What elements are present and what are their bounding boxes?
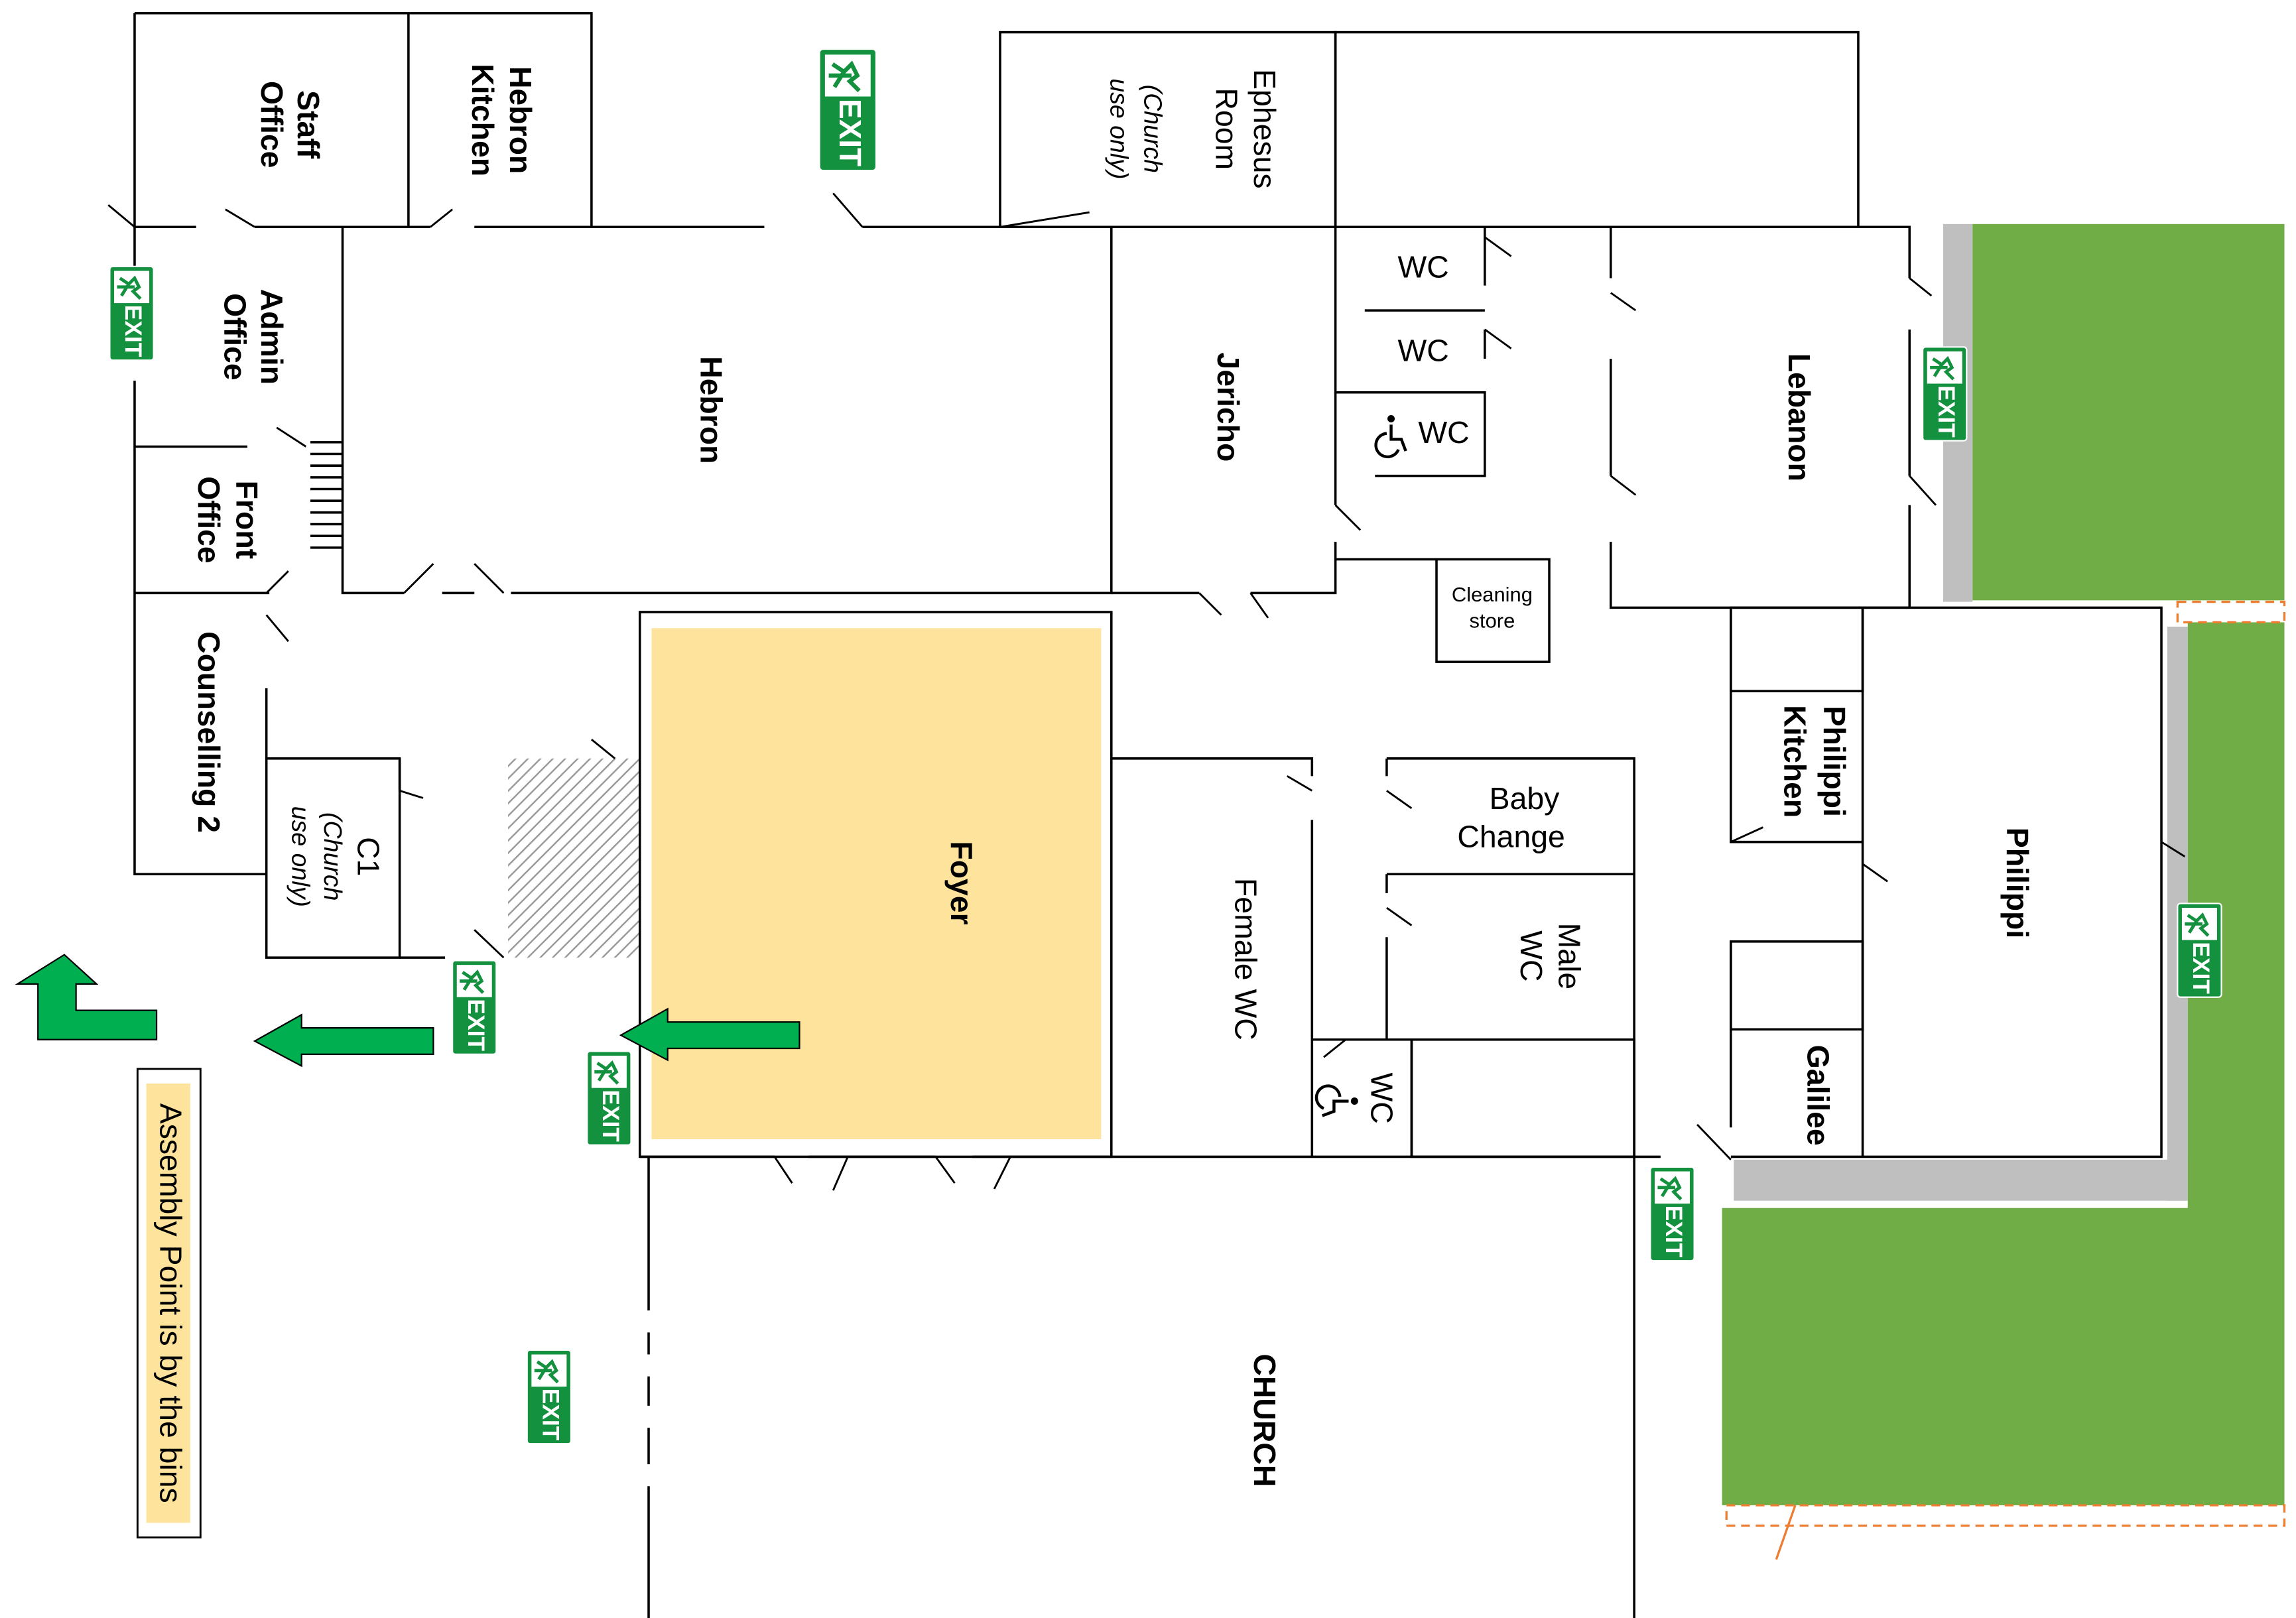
path-bottom bbox=[1734, 1159, 2188, 1201]
arrow-left-icon bbox=[619, 1007, 800, 1062]
c1-room bbox=[265, 757, 401, 959]
exit-sign-icon: EXIT bbox=[1650, 1167, 1694, 1261]
room-label-admin-office: Office bbox=[218, 293, 253, 380]
room-label-galilee: Galilee bbox=[1801, 1045, 1836, 1146]
hatched-wc bbox=[1410, 1038, 1635, 1158]
room-label-ephesus: Room bbox=[1210, 88, 1244, 170]
room-label-wc-accessible: WC bbox=[1418, 415, 1469, 450]
room-label-baby-change: Change bbox=[1457, 820, 1564, 854]
room-label-cleaning-store: Cleaning bbox=[1452, 583, 1533, 606]
svg-text:EXIT: EXIT bbox=[463, 999, 489, 1051]
exit-sign-icon: EXIT bbox=[2177, 903, 2221, 997]
room-label-counselling: Counselling 2 bbox=[192, 631, 226, 833]
room-note-ephesus: (Church bbox=[1139, 85, 1167, 173]
room-label-front-office: Office bbox=[192, 476, 226, 563]
doors bbox=[107, 192, 2186, 1191]
room-label-foyer: Foyer bbox=[944, 841, 979, 924]
hatched-area-foyer bbox=[508, 758, 640, 958]
room-label-philippi-kitchen: Philippi bbox=[1817, 706, 1852, 817]
boundary-dashed-1 bbox=[2176, 600, 2286, 624]
room-label-female-wc: Female WC bbox=[1228, 878, 1263, 1040]
ephesus-room bbox=[999, 31, 1337, 229]
room-label-baby-change: Baby bbox=[1490, 781, 1560, 816]
svg-text:EXIT: EXIT bbox=[1661, 1206, 1687, 1258]
accessible-wc-icon bbox=[1314, 1084, 1358, 1117]
room-label-lebanon: Lebanon bbox=[1782, 353, 1817, 481]
arrow-turn-up-icon bbox=[15, 954, 158, 1040]
walls bbox=[133, 12, 2163, 1618]
hatched-area-top bbox=[1334, 31, 1860, 229]
boundary-dashed-2 bbox=[1725, 1504, 2286, 1527]
svg-text:EXIT: EXIT bbox=[1933, 385, 1959, 438]
room-label-c1: C1 bbox=[351, 837, 386, 876]
lawn-bottom-right bbox=[1722, 1208, 2285, 1505]
exit-sign-icon: EXIT bbox=[1923, 347, 1966, 440]
room-label-hebron-kitchen: Kitchen bbox=[466, 64, 500, 176]
foyer-highlight bbox=[651, 628, 1102, 1139]
exit-sign-icon: EXIT bbox=[819, 49, 876, 171]
room-label-hebron-kitchen: Hebron bbox=[503, 66, 538, 174]
room-note-ephesus: use only) bbox=[1106, 78, 1133, 179]
room-label-wc: WC bbox=[1398, 250, 1449, 284]
svg-text:EXIT: EXIT bbox=[120, 305, 146, 357]
room-label-wc: WC bbox=[1398, 333, 1449, 367]
room-label-cleaning-store: store bbox=[1470, 609, 1515, 633]
room-label-male-wc: WC bbox=[1514, 930, 1549, 981]
svg-text:EXIT: EXIT bbox=[833, 99, 867, 166]
accessible-wc-icon bbox=[1374, 415, 1407, 459]
svg-text:EXIT: EXIT bbox=[2188, 942, 2214, 994]
room-label-staff-office: Office bbox=[255, 81, 289, 168]
room-label-male-wc: Male bbox=[1552, 923, 1586, 989]
exit-sign-icon: EXIT bbox=[527, 1350, 571, 1444]
room-note-c1: (Church bbox=[319, 812, 347, 901]
exit-sign-icon: EXIT bbox=[452, 961, 496, 1054]
room-label-wc-accessible-2: WC bbox=[1365, 1072, 1399, 1123]
svg-text:EXIT: EXIT bbox=[538, 1389, 564, 1441]
arrow-left-icon bbox=[253, 1013, 434, 1068]
hatched-philippi-kitchen bbox=[1730, 606, 1864, 693]
svg-text:EXIT: EXIT bbox=[598, 1089, 623, 1142]
room-label-staff-office: Staff bbox=[291, 90, 326, 159]
room-label-ephesus: Ephesus bbox=[1247, 69, 1282, 188]
room-label-philippi: Philippi bbox=[2000, 828, 2035, 938]
room-label-jericho: Jericho bbox=[1211, 352, 1245, 462]
room-label-hebron: Hebron bbox=[694, 356, 728, 464]
assembly-note: Assembly Point is by the bins bbox=[154, 1103, 188, 1503]
room-label-church: CHURCH bbox=[1247, 1353, 1282, 1487]
exit-sign-icon: EXIT bbox=[109, 267, 153, 360]
room-label-philippi-kitchen: Kitchen bbox=[1777, 705, 1812, 818]
room-note-c1: use only) bbox=[287, 806, 314, 907]
room-label-admin-office: Admin bbox=[255, 289, 289, 385]
exit-sign-icon: EXIT bbox=[587, 1051, 631, 1145]
lawn-top-right bbox=[1972, 223, 2285, 601]
room-label-front-office: Front bbox=[229, 481, 264, 559]
hatched-galilee bbox=[1730, 940, 1864, 1031]
